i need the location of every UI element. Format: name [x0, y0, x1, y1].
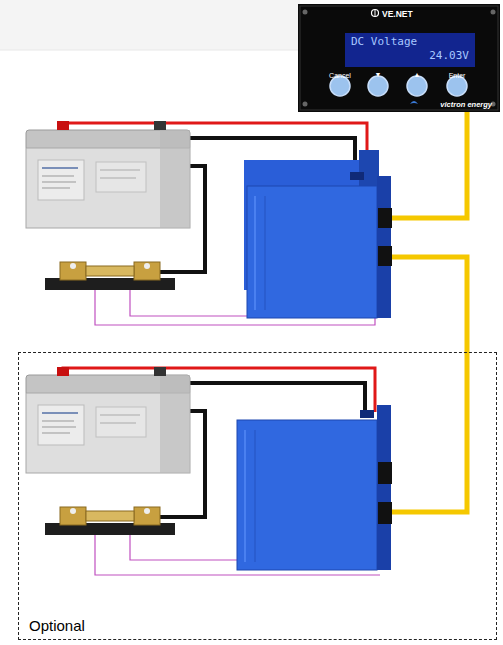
battery [26, 367, 190, 473]
display-panel: VE.NET victron energy DC Voltage 24.03V Canc… [298, 4, 500, 112]
battery-monitor [244, 150, 392, 318]
ve-net-panel [298, 4, 500, 112]
lcd-line: 24.03V [429, 50, 469, 62]
brand-logo-text: victron energy [440, 101, 492, 109]
background-band [0, 0, 300, 50]
lcd-line: DC Voltage [351, 36, 417, 48]
button-label: ▼ [375, 71, 382, 79]
panel-title: VE.NET [382, 10, 413, 19]
battery-monitor [237, 405, 392, 570]
group-label: Optional [29, 618, 85, 635]
network-cable [392, 257, 467, 512]
battery [26, 121, 190, 228]
optional-group: Optional [18, 352, 497, 640]
button-label: Enter [449, 72, 466, 80]
shunt [45, 507, 175, 535]
lcd-screen: DC Voltage 24.03V [345, 33, 475, 67]
shunt [45, 262, 175, 290]
network-cable [392, 112, 467, 218]
button-label: Cancel [329, 72, 351, 80]
button-label: ▲ [414, 71, 421, 79]
